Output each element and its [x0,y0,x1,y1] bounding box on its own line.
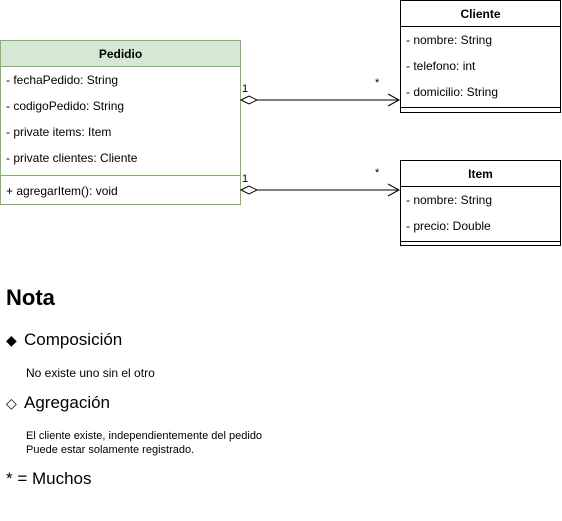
target-multiplicity: * [375,77,380,89]
legend-description: El cliente existe, independientemente de… [26,429,262,457]
methods-compartment [401,241,560,245]
legend-description-line: El cliente existe, independientemente de… [26,430,263,442]
attribute-clientes: - private clientes: Cliente [6,151,138,165]
hollow-diamond-icon: ◇ [6,395,17,411]
attribute-nombre: - nombre: String [406,193,493,207]
legend-label: Agregación [24,393,111,412]
edge-pedido-cliente[interactable]: 1 * [239,77,401,107]
legend-aggregation: ◇ Agregación [6,393,110,413]
association-edges: 1 * 1 * [239,77,401,197]
legend-description: No existe uno sin el otro [26,366,155,380]
legend-many: * = Muchos [6,469,92,488]
attribute-nombre: - nombre: String [406,33,493,47]
attribute-codigo-pedido: - codigoPedido: String [6,99,125,113]
legend-label: Composición [24,330,123,349]
legend-composition: ◆ Composición [6,330,122,350]
source-multiplicity: 1 [242,83,248,95]
class-title: Pedidio [1,41,240,67]
arrow-head-icon [387,93,401,107]
aggregation-diamond-icon [239,95,259,105]
target-multiplicity: * [375,167,380,179]
filled-diamond-icon: ◆ [6,332,17,348]
attribute-telefono: - telefono: int [406,59,476,73]
aggregation-diamond-icon [239,185,259,195]
class-pedido[interactable]: Pedidio - fechaPedido: String - codigoPe… [0,40,241,205]
class-cliente[interactable]: Cliente - nombre: String - telefono: int… [400,0,561,113]
edge-pedido-item[interactable]: 1 * [239,167,401,197]
methods-compartment [401,107,560,111]
attribute-precio: - precio: Double [406,219,491,233]
legend-description-line: Puede estar solamente registrado. [26,444,195,456]
class-item[interactable]: Item - nombre: String - precio: Double [400,160,561,246]
class-title: Item [401,161,560,187]
note-title: Nota [6,285,55,310]
attribute-items: - private items: Item [6,125,112,139]
attribute-fecha-pedido: - fechaPedido: String [6,73,119,87]
attribute-domicilio: - domicilio: String [406,85,499,99]
class-title: Cliente [401,1,560,27]
method-agregar-item: + agregarItem(): void [1,175,240,206]
source-multiplicity: 1 [242,173,248,185]
arrow-head-icon [387,183,401,197]
